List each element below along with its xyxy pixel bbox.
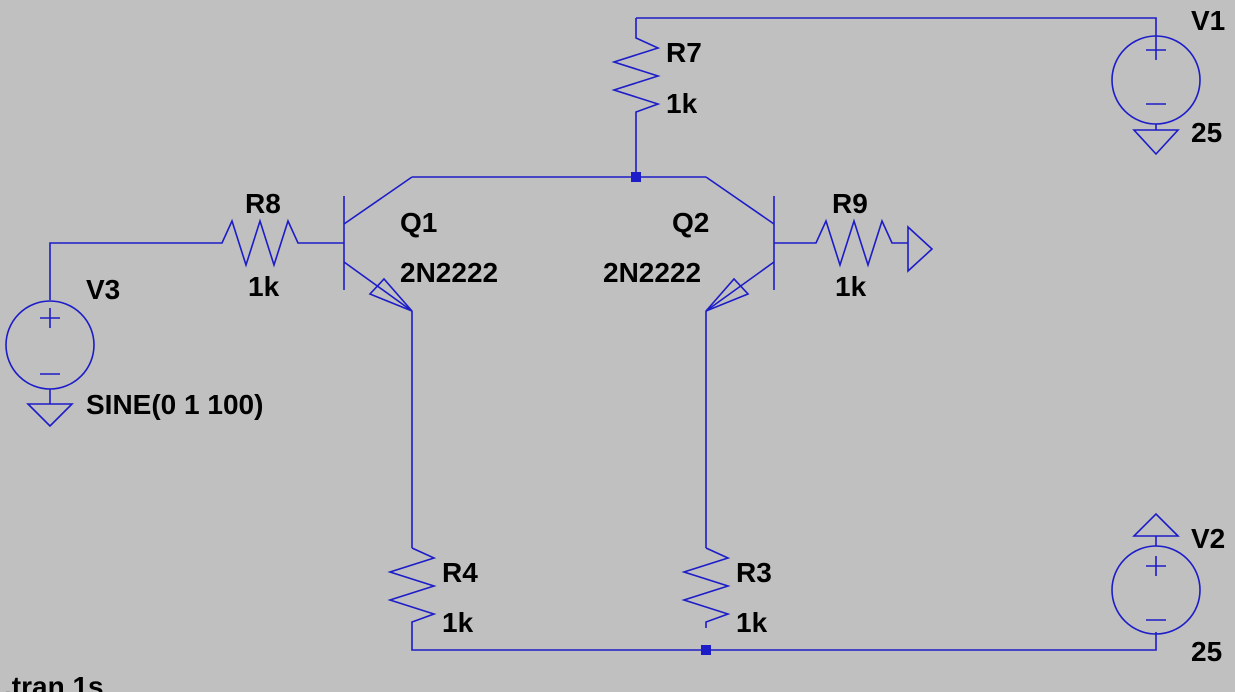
resistor-r9[interactable]: R9 1k — [808, 188, 934, 302]
v3-ref-label: V3 — [86, 274, 120, 305]
wire-bottom-rail[interactable] — [411, 628, 1157, 651]
voltage-source-v1[interactable]: V1 25 — [1111, 5, 1225, 156]
r8-ref-label: R8 — [245, 188, 281, 219]
v1-ref-label: V1 — [1191, 5, 1225, 36]
v2-value-label: 25 — [1191, 636, 1222, 667]
v1-plus-sign — [1146, 40, 1166, 60]
v2-ref-label: V2 — [1191, 523, 1225, 554]
q2-model-label: 2N2222 — [603, 257, 701, 288]
r8-value-label: 1k — [248, 271, 280, 302]
wires — [49, 17, 1157, 651]
junction-collector-node — [631, 172, 641, 182]
v2-plus-sign — [1146, 556, 1166, 576]
q1-ref-label: Q1 — [400, 207, 437, 238]
v1-value-label: 25 — [1191, 117, 1222, 148]
v3-plus-sign — [40, 308, 60, 328]
resistor-r7[interactable]: R7 1k — [611, 18, 702, 119]
r3-value-label: 1k — [736, 607, 768, 638]
v1-ground-symbol — [1132, 129, 1180, 156]
r7-ref-label: R7 — [666, 37, 702, 68]
wire-v3-to-r8[interactable] — [49, 242, 213, 300]
junction-bottom-node — [701, 645, 711, 655]
resistor-r3[interactable]: R3 1k — [681, 547, 772, 638]
r4-value-label: 1k — [442, 607, 474, 638]
v2-supply-symbol — [1132, 512, 1180, 537]
r3-ref-label: R3 — [736, 557, 772, 588]
resistor-r4[interactable]: R4 1k — [387, 547, 478, 638]
v3-value-label: SINE(0 1 100) — [86, 389, 263, 420]
voltage-source-v3[interactable]: V3 SINE(0 1 100) — [5, 274, 263, 428]
r7-value-label: 1k — [666, 88, 698, 119]
r9-value-label: 1k — [835, 271, 867, 302]
wire-top-rail[interactable] — [636, 17, 1157, 40]
v3-ground-symbol — [26, 403, 74, 428]
voltage-source-v2[interactable]: V2 25 — [1111, 512, 1225, 667]
q2-collector-leg — [705, 176, 775, 225]
q1-model-label: 2N2222 — [400, 257, 498, 288]
r9-ground-symbol — [907, 225, 934, 273]
q2-ref-label: Q2 — [672, 207, 709, 238]
transistor-q1[interactable]: Q1 2N2222 — [343, 176, 498, 312]
resistor-r8[interactable]: R8 1k — [213, 188, 314, 302]
transistor-q2[interactable]: Q2 2N2222 — [603, 176, 775, 312]
r9-ref-label: R9 — [832, 188, 868, 219]
q2-emitter-arrow — [705, 277, 750, 312]
q1-collector-leg — [343, 176, 413, 225]
spice-directive[interactable]: .tran 1s — [4, 671, 104, 692]
r4-ref-label: R4 — [442, 557, 478, 588]
q1-emitter-arrow — [368, 277, 413, 312]
